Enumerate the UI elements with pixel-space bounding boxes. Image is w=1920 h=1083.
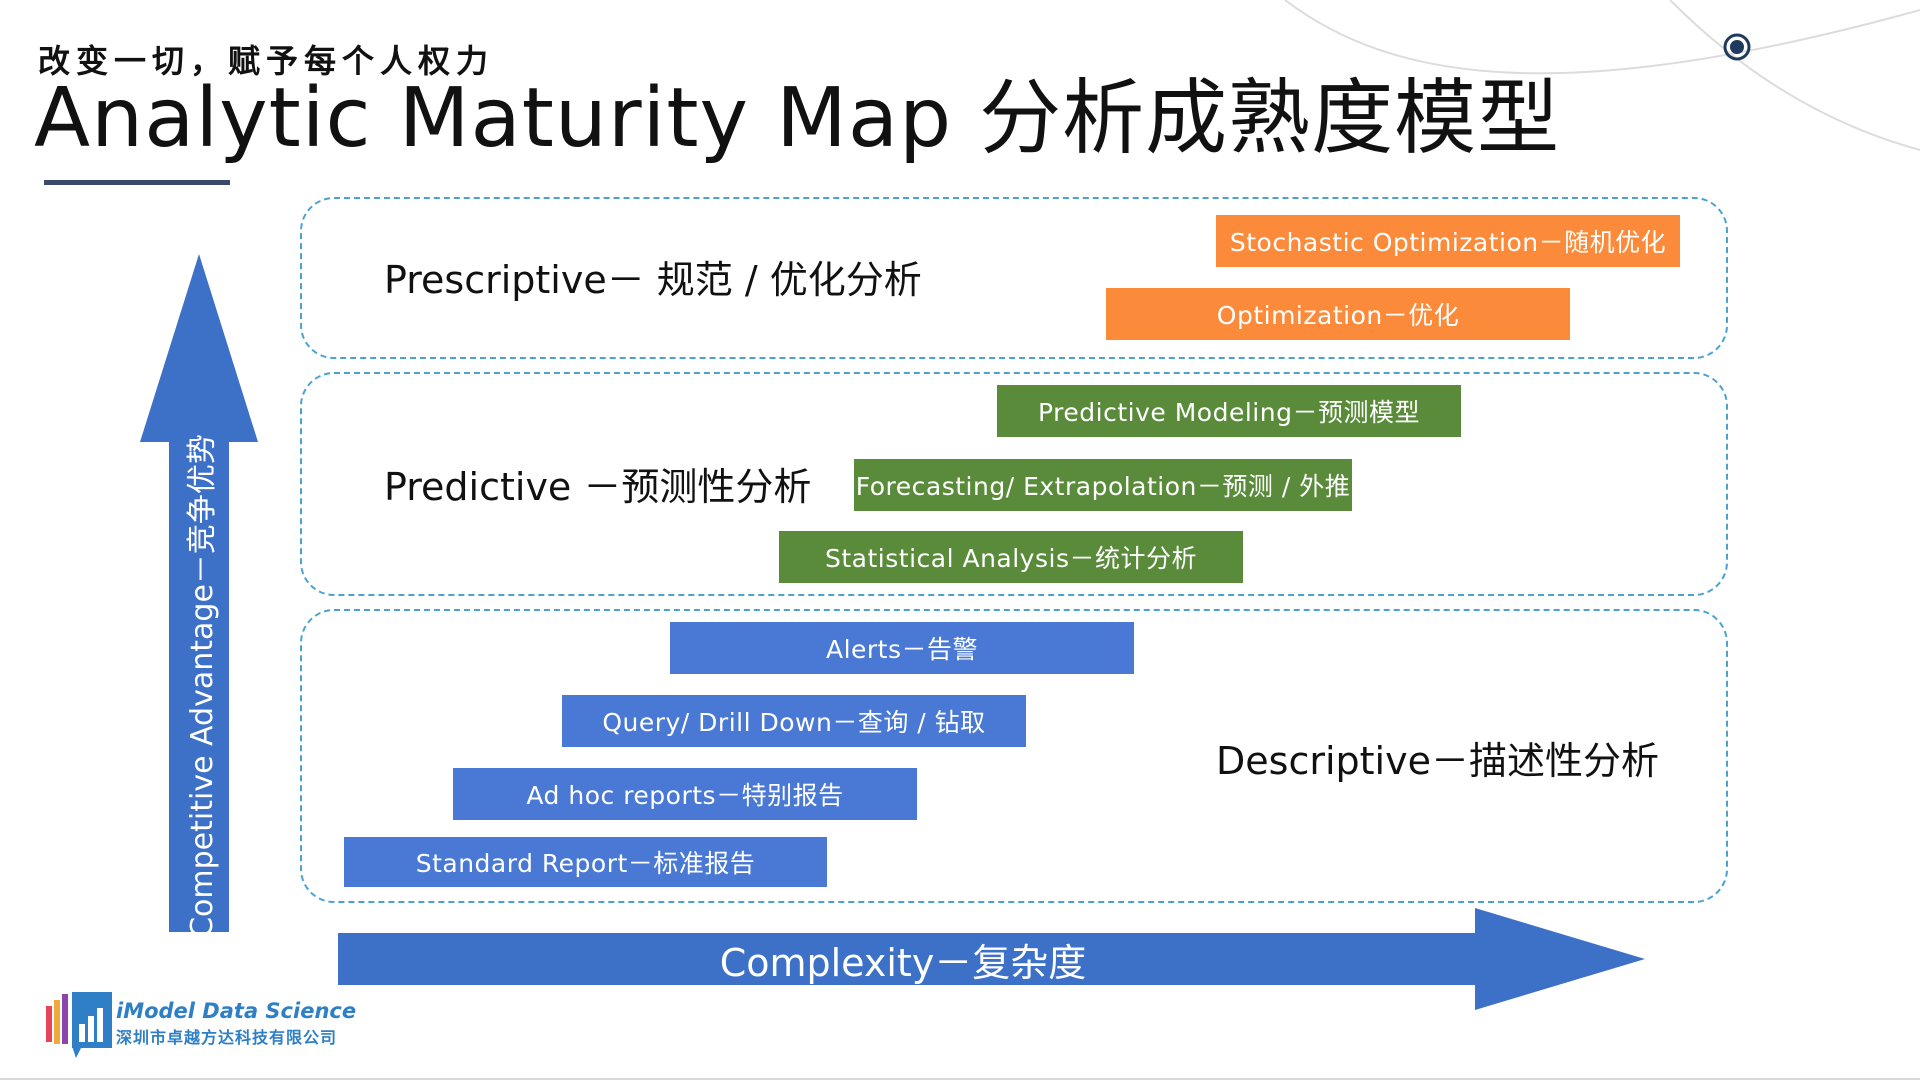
- alerts-bar: Alerts－告警: [670, 622, 1134, 674]
- arrow-up-head: [140, 254, 258, 442]
- brand-logo-icon: [46, 992, 112, 1058]
- slogan: 改变一切，赋予每个人权力: [38, 42, 495, 80]
- ad-hoc-reports-bar: Ad hoc reports－特别报告: [453, 768, 917, 820]
- optimization-bar: Optimization－优化: [1106, 288, 1570, 340]
- target-dot-icon: [1723, 33, 1751, 61]
- competitive-advantage-arrow: [169, 440, 229, 932]
- complexity-arrow: [338, 933, 1478, 985]
- forecasting-bar: Forecasting/ Extrapolation－预测 / 外推: [854, 459, 1352, 511]
- standard-report-bar: Standard Report－标准报告: [344, 837, 827, 887]
- descriptive-label: Descriptive－描述性分析: [1216, 739, 1659, 783]
- page-title: Analytic Maturity Map 分析成熟度模型: [34, 71, 1561, 166]
- predictive-modeling-bar: Predictive Modeling－预测模型: [997, 385, 1461, 437]
- query-drill-down-bar: Query/ Drill Down－查询 / 钻取: [562, 695, 1026, 747]
- prescriptive-group: [300, 197, 1728, 359]
- predictive-group: [300, 372, 1728, 596]
- statistical-analysis-bar: Statistical Analysis－统计分析: [779, 531, 1243, 583]
- title-underline: [44, 180, 230, 185]
- horizontal-axis-label: Complexity－复杂度: [719, 940, 1087, 985]
- brand-name: iModel Data Science: [116, 999, 357, 1023]
- vertical-axis-label: Competitive Advantage－竞争优势: [185, 434, 220, 938]
- arrow-right-head: [1475, 908, 1645, 1010]
- descriptive-group: [300, 609, 1728, 903]
- bottom-divider: [0, 1078, 1920, 1080]
- stochastic-optimization-bar: Stochastic Optimization－随机优化: [1216, 215, 1680, 267]
- prescriptive-label: Prescriptive－ 规范 / 优化分析: [384, 258, 922, 302]
- brand-company: 深圳市卓越方达科技有限公司: [116, 1028, 338, 1047]
- predictive-label: Predictive －预测性分析: [384, 465, 812, 509]
